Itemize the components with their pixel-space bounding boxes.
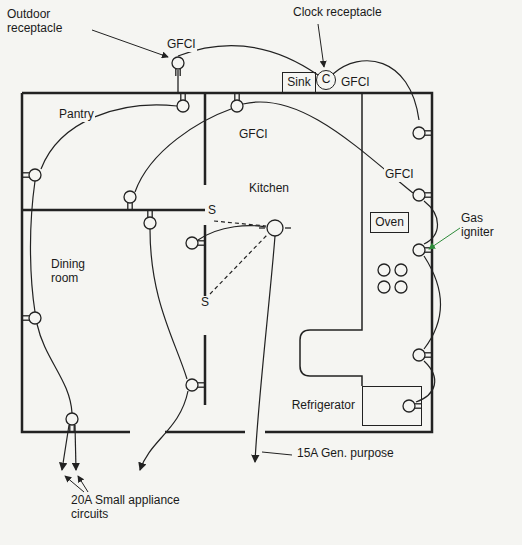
receptacle-symbol <box>413 189 432 201</box>
node-text: Oven <box>375 216 404 229</box>
wire <box>30 181 35 312</box>
wiring <box>30 46 440 470</box>
wire <box>41 105 177 169</box>
receptacle-symbol <box>413 244 432 256</box>
switch-label: S <box>200 296 210 310</box>
switch-leg <box>214 221 266 226</box>
gfci-label: GFCI <box>238 128 269 142</box>
room-label: Pantry <box>58 108 95 122</box>
node-text: Refrigerator <box>292 399 355 412</box>
wire <box>140 391 188 470</box>
gfci-label: GFCI <box>340 76 371 90</box>
wire <box>333 61 419 120</box>
leader-line <box>318 24 324 67</box>
wire <box>150 229 187 379</box>
gfci-label: GFCI <box>166 38 197 52</box>
wire <box>135 109 231 192</box>
callout-label: Clock receptacle <box>292 6 383 20</box>
clock-receptacle: C <box>316 70 336 90</box>
leader-line <box>262 452 292 455</box>
node-text: C <box>322 73 331 86</box>
circuit-label: 15A Gen. purpose <box>296 447 395 461</box>
receptacle-symbol <box>144 210 156 229</box>
oven-box: Oven <box>370 212 409 233</box>
ceiling-outlet <box>259 220 291 236</box>
burner <box>395 281 407 293</box>
gfci-label: GFCI <box>384 168 415 182</box>
wire <box>75 425 76 470</box>
switch-leg <box>210 234 268 294</box>
room-label: Kitchen <box>248 182 290 196</box>
burners <box>378 264 407 293</box>
wire <box>255 236 275 462</box>
refrigerator-box: Refrigerator <box>362 386 422 426</box>
wire <box>416 361 435 402</box>
burner <box>378 264 390 276</box>
wire <box>424 201 438 244</box>
receptacle-symbol <box>413 349 432 361</box>
receptacle-symbol <box>22 169 41 181</box>
receptacle-symbol <box>186 237 205 249</box>
inner-wall <box>204 93 207 405</box>
leader-line <box>65 476 84 492</box>
receptacle-symbol <box>124 191 136 210</box>
room-label: Dining room <box>50 258 110 286</box>
leader-line <box>78 476 88 492</box>
receptacle-symbol <box>231 93 243 112</box>
receptacle-symbol <box>403 400 422 412</box>
circuit-label: 20A Small appliance circuits <box>70 494 196 522</box>
counter-outline <box>300 93 362 386</box>
wire <box>37 324 72 413</box>
receptacle-symbol <box>22 312 41 324</box>
inner-wall <box>22 209 205 212</box>
callout-label: Outdoor receptacle <box>6 8 92 36</box>
outer-wall <box>22 93 432 432</box>
switch-label: S <box>207 204 217 218</box>
wire <box>198 226 266 240</box>
burner <box>378 281 390 293</box>
wire <box>178 46 318 75</box>
walls <box>22 93 432 432</box>
wire <box>424 256 441 349</box>
leader-line <box>429 228 460 249</box>
receptacle-symbol <box>186 379 205 391</box>
leader-line <box>92 30 168 57</box>
wire <box>62 425 69 470</box>
node-text: Sink <box>287 76 310 89</box>
callout-label: Gas igniter <box>460 212 518 240</box>
receptacle-symbol <box>413 127 432 139</box>
burner <box>395 264 407 276</box>
sink-box: Sink <box>282 72 316 93</box>
leaders <box>65 24 460 492</box>
receptacle-symbol <box>172 57 184 76</box>
outdoor-stem <box>177 70 178 93</box>
receptacle-symbol <box>177 93 189 112</box>
